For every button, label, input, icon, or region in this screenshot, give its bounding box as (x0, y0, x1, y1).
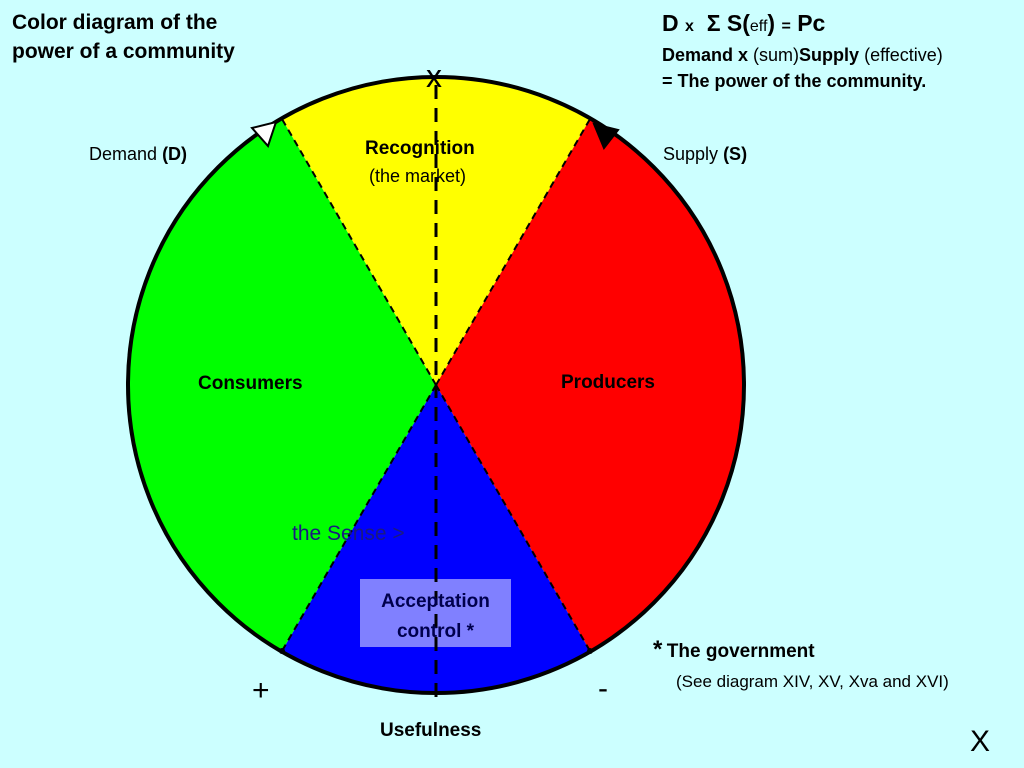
demand-label: Demand (D) (89, 144, 188, 164)
diagram-title: Color diagram of the power of a communit… (12, 8, 312, 66)
formula-block: D x Σ S(eff) = Pc Demand x (sum)Supply (… (662, 8, 1022, 94)
formula-line-3: = The power of the community. (662, 71, 927, 91)
acceptation-sector (282, 385, 590, 693)
boundary-line-top-right (435, 118, 591, 386)
producers-sector (436, 119, 743, 651)
demand-arrow-icon (250, 120, 278, 148)
title-line-1: Color diagram of the (12, 11, 218, 34)
producers-label: Producers (561, 372, 655, 393)
usefulness-label: Usefulness (380, 720, 482, 741)
plus-sign: + (252, 674, 270, 707)
government-title: The government (666, 641, 815, 662)
boundary-line-top-left (281, 118, 437, 386)
formula-line-1: D x Σ S(eff) = Pc (662, 10, 826, 36)
consumers-label: Consumers (198, 373, 303, 394)
acceptation-box (360, 579, 511, 647)
corner-dot (587, 648, 593, 654)
acceptation-label: Acceptation control * (381, 591, 490, 642)
formula-line-2: Demand x (sum)Supply (effective) (662, 45, 943, 65)
recognition-label: Recognition (365, 138, 475, 159)
title-line-2: power of a community (12, 40, 235, 63)
market-label: (the market) (369, 166, 467, 186)
government-note: * The government (653, 636, 815, 663)
supply-arrow-icon (592, 122, 620, 150)
sense-label: the Sense > (292, 522, 405, 545)
supply-label: Supply (S) (663, 144, 748, 164)
minus-sign: - (598, 672, 608, 705)
consumers-sector (129, 119, 436, 651)
government-reference: (See diagram XIV, XV, Xva and XVI) (676, 672, 949, 691)
boundary-line-bottom-left (281, 384, 437, 652)
top-x-marker: x (426, 58, 442, 94)
boundary-line-bottom-right (435, 384, 591, 652)
corner-x-marker: X (970, 725, 991, 758)
corner-dot (279, 648, 285, 654)
